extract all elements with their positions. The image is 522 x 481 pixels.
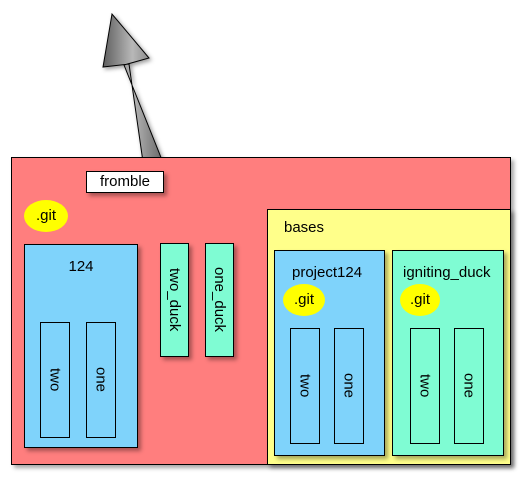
repo-124-two-box: two — [40, 322, 70, 438]
repo-124-one-box: one — [86, 322, 116, 438]
igniting-duck-label: igniting_duck — [403, 264, 491, 281]
bases-label: bases — [284, 219, 325, 236]
project124-git-badge: .git — [283, 284, 325, 316]
repo-124-one-label: one — [92, 367, 110, 393]
igniting-duck-two-label: two — [416, 374, 434, 398]
project124-two-label: two — [296, 374, 314, 398]
igniting-duck-git-badge: .git — [400, 284, 440, 316]
one-duck-box: one_duck — [205, 243, 234, 357]
igniting-duck-one-box: one — [454, 328, 484, 444]
igniting-duck-two-box: two — [410, 328, 440, 444]
repo-124-two-label: two — [46, 368, 64, 392]
two-duck-box: two_duck — [160, 243, 189, 357]
fromble-title: fromble — [86, 171, 164, 193]
project124-one-box: one — [334, 328, 364, 444]
one-duck-label: one_duck — [211, 267, 228, 333]
project124-one-label: one — [340, 373, 358, 399]
git-badge: .git — [24, 200, 68, 232]
project124-label: project124 — [292, 264, 363, 281]
repo-124-label: 124 — [68, 258, 94, 275]
arrow-shape — [102, 12, 163, 163]
igniting-duck-one-label: one — [460, 373, 478, 399]
project124-two-box: two — [290, 328, 320, 444]
two-duck-label: two_duck — [166, 268, 183, 332]
